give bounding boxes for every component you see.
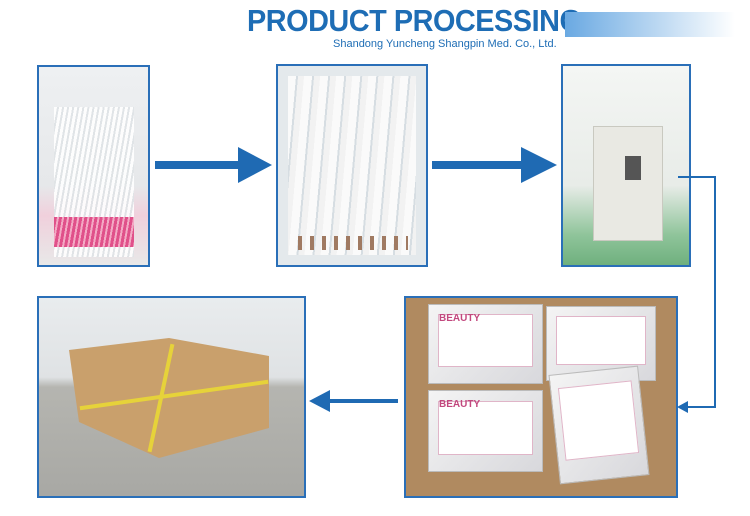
- bag-logo: BEAUTY: [439, 399, 481, 410]
- page-title: PRODUCT PROCESSING: [247, 3, 582, 38]
- needle-packets: [288, 76, 416, 255]
- arrow-right-icon: [432, 147, 557, 183]
- arrow-left-icon: [309, 390, 398, 412]
- machine-panel: [625, 156, 641, 180]
- photo-needles: [37, 65, 150, 267]
- connector-arrow-icon: [677, 176, 716, 413]
- photo-shipping-carton: [37, 296, 306, 498]
- packet-ends: [298, 236, 408, 250]
- arrow-right-icon: [155, 147, 272, 183]
- photo-sterilization-machine: [561, 64, 691, 267]
- bag: [548, 365, 650, 485]
- machine-body: [593, 126, 663, 241]
- needle-tips: [54, 217, 134, 247]
- bag-logo: BEAUTY: [439, 313, 481, 324]
- company-name: Shandong Yuncheng Shangpin Med. Co., Ltd…: [333, 38, 557, 50]
- photo-packed-bags: BEAUTY BEAUTY: [404, 296, 678, 498]
- header-gradient-bar: [565, 12, 735, 37]
- bag: BEAUTY: [428, 304, 543, 384]
- photo-packaged-needles: [276, 64, 428, 267]
- bag: BEAUTY: [428, 390, 543, 472]
